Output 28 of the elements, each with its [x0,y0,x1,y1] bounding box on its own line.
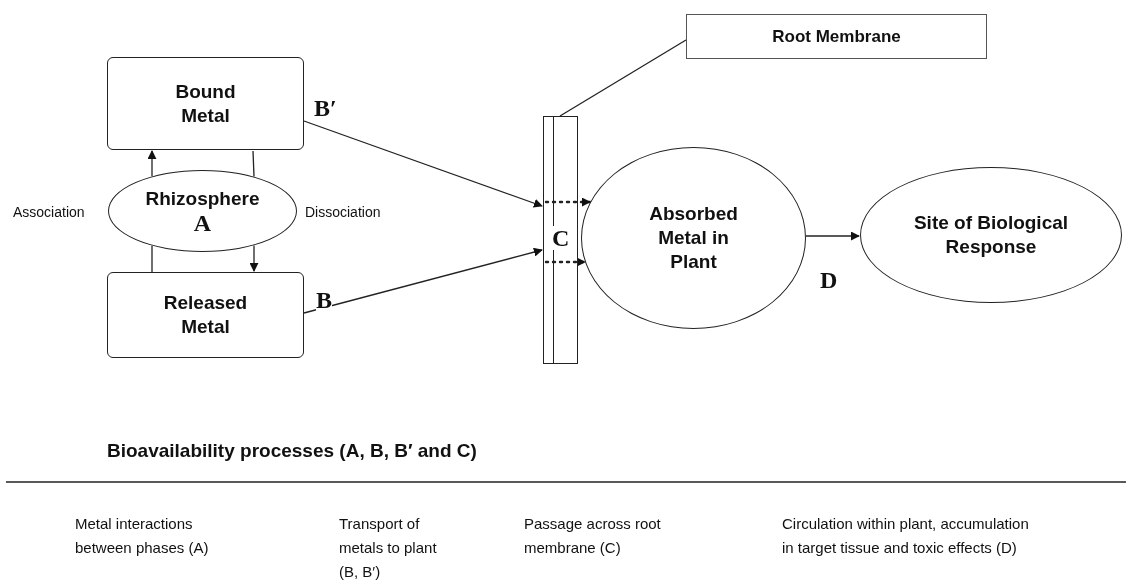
node-text: Released Metal [162,291,249,339]
node-text: Bound Metal [174,79,237,128]
section-heading: Bioavailability processes (A, B, B′ and C) [107,440,477,462]
arrow [544,257,587,267]
node-text: Root Membrane [772,25,901,48]
node-text: Rhizosphere [145,187,260,211]
description-text: Transport of metals to plant (B, B′) [339,514,438,582]
arrow [147,150,157,177]
label-box [686,14,987,59]
node-text: Site of Biological Response [912,211,1070,259]
process-label: Association [13,204,85,220]
process-box [107,57,304,150]
description-text: Passage across root membrane (C) [524,514,662,558]
process-letter: C [551,226,571,250]
leader-line [151,245,153,273]
arrow [544,197,592,207]
arrow [249,244,259,272]
process-letter: A [193,210,212,235]
process-box [107,272,304,358]
description-text: Metal interactions between phases (A) [75,514,210,558]
leader-line [559,39,687,117]
arrow [805,231,860,241]
process-label: Dissociation [305,204,381,220]
arrow [303,120,543,208]
node-text: Absorbed Metal in Plant [648,202,739,274]
arrow [303,247,543,314]
leader-line [252,150,255,178]
description-text: Circulation within plant, accumulation in target tissue and toxic effects (D) [782,514,1030,558]
